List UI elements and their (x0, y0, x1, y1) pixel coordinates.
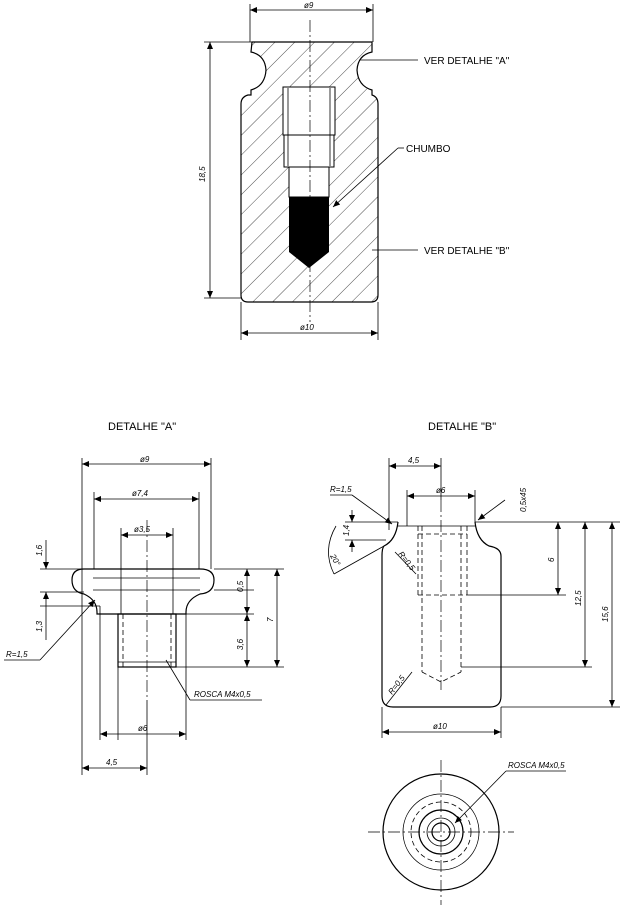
detail-b-dim-rad: R=1,5 (330, 485, 352, 494)
detail-b-dim-rad2: R=0,5 (396, 550, 417, 573)
detail-b-dim-v2: 12,5 (574, 590, 583, 606)
main-dim-bottom: ø10 (300, 323, 314, 332)
detail-a-dim-v1: 0,5 (236, 580, 245, 592)
detail-b-dim-bore: ø6 (436, 486, 446, 495)
detail-a-dim-rad: R=1,5 (6, 650, 28, 659)
detail-a-dim-v3: 7 (266, 617, 275, 622)
lead-fill (289, 197, 329, 268)
main-dim-height: 18,5 (198, 166, 207, 182)
detail-b-dim-v1: 6 (547, 557, 556, 562)
main-dim-top: ø9 (304, 1, 314, 10)
detail-a-dim-h1: 1,6 (35, 544, 44, 556)
detail-a-title: DETALHE "A" (108, 421, 176, 433)
detail-a-dim-mid: ø7,4 (132, 489, 149, 498)
detail-b-title: DETALHE "B" (428, 421, 496, 433)
detail-b-dim-od: ø10 (433, 722, 447, 731)
callout-detail-b: VER DETALHE "B" (424, 246, 510, 257)
detail-b-dim-v3: 15,6 (601, 606, 610, 622)
callout-detail-a: VER DETALHE "A" (424, 56, 510, 67)
detail-b-dim-h1: 1,4 (342, 524, 351, 536)
callout-lead: CHUMBO (406, 144, 451, 155)
detail-a-thread: ROSCA M4x0,5 (194, 690, 251, 699)
detail-b-dim-chamfer: 0,5x45 (519, 487, 528, 512)
detail-a-dim-in: ø3,5 (134, 525, 151, 534)
detail-b-view: DETALHE "B" 4,5 ø6 R=1,5 0,5x45 1,4 (328, 421, 620, 738)
detail-b-dim-off: 4,5 (408, 456, 420, 465)
detail-b-dim-rad3: R=0,5 (386, 673, 407, 696)
detail-a-dim-h2: 1,3 (35, 620, 44, 632)
detail-a-dim-od: ø9 (140, 455, 150, 464)
detail-a-dim-off: 4,5 (106, 758, 118, 767)
bottom-view-thread: ROSCA M4x0,5 (508, 761, 565, 770)
detail-a-dim-v2: 3,6 (236, 638, 245, 650)
detail-a-dim-stem: ø6 (138, 724, 148, 733)
bottom-view: ROSCA M4x0,5 (368, 760, 566, 905)
detail-b-dim-angle: 20° (328, 552, 343, 569)
detail-a-view: DETALHE "A" ø9 ø7,4 ø3,5 1,6 1,3 (4, 421, 284, 775)
main-section-view: ø9 18,5 ø10 VER DETALHE "A" CHUMBO VER D… (198, 1, 510, 340)
